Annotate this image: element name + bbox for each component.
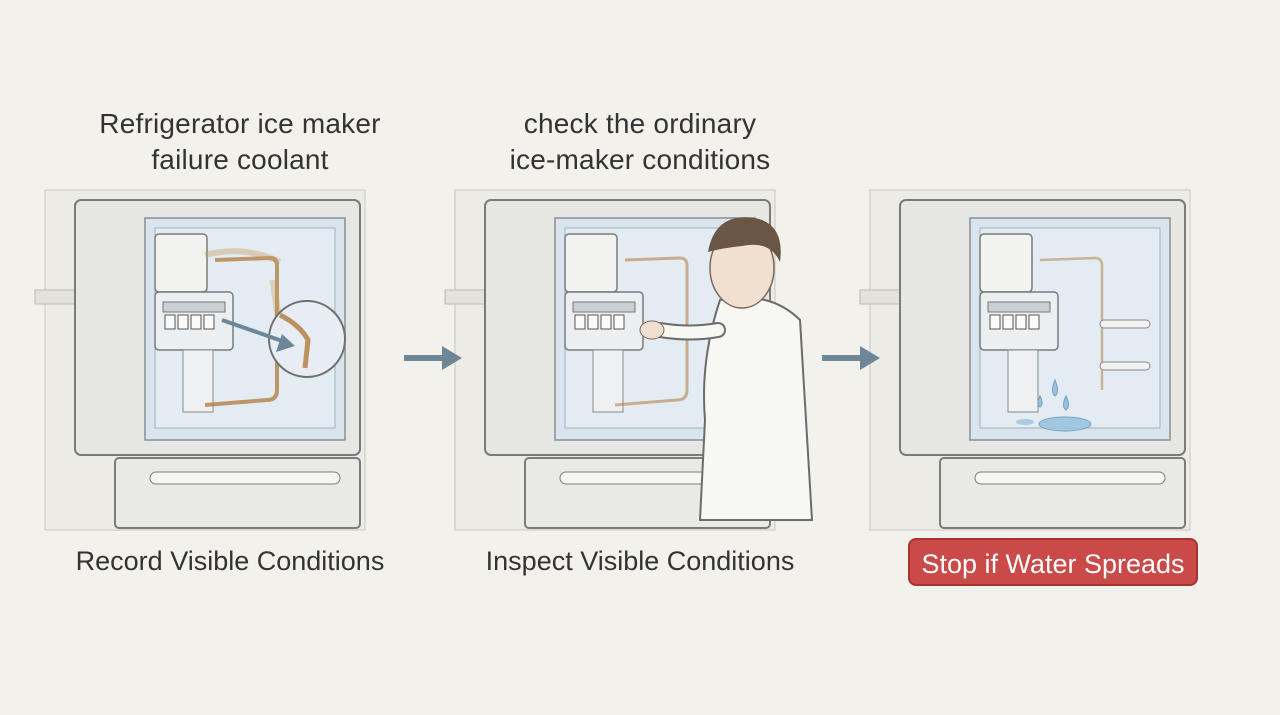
panel-1-title-line-1: Refrigerator ice maker — [99, 108, 381, 139]
panel-2-title: check the ordinary ice-maker conditions — [460, 106, 820, 178]
technician-figure — [639, 217, 814, 521]
panel-3-fridge — [859, 189, 1191, 531]
panel-2-caption: Inspect Visible Conditions — [485, 546, 795, 576]
stop-warning-badge: Stop if Water Spreads — [908, 538, 1198, 586]
panel-1-title: Refrigerator ice maker failure coolant — [60, 106, 420, 178]
magnifier-callout-icon — [221, 300, 346, 378]
water-drop-icon — [1016, 378, 1092, 432]
panel-2-title-line-2: ice-maker conditions — [509, 144, 771, 175]
panel-1-caption: Record Visible Conditions — [75, 546, 385, 576]
panel-2-title-line-1: check the ordinary — [523, 108, 757, 139]
arrow-right-icon — [822, 346, 880, 370]
arrow-right-icon — [404, 346, 462, 370]
panel-1-title-line-2: failure coolant — [151, 144, 329, 175]
